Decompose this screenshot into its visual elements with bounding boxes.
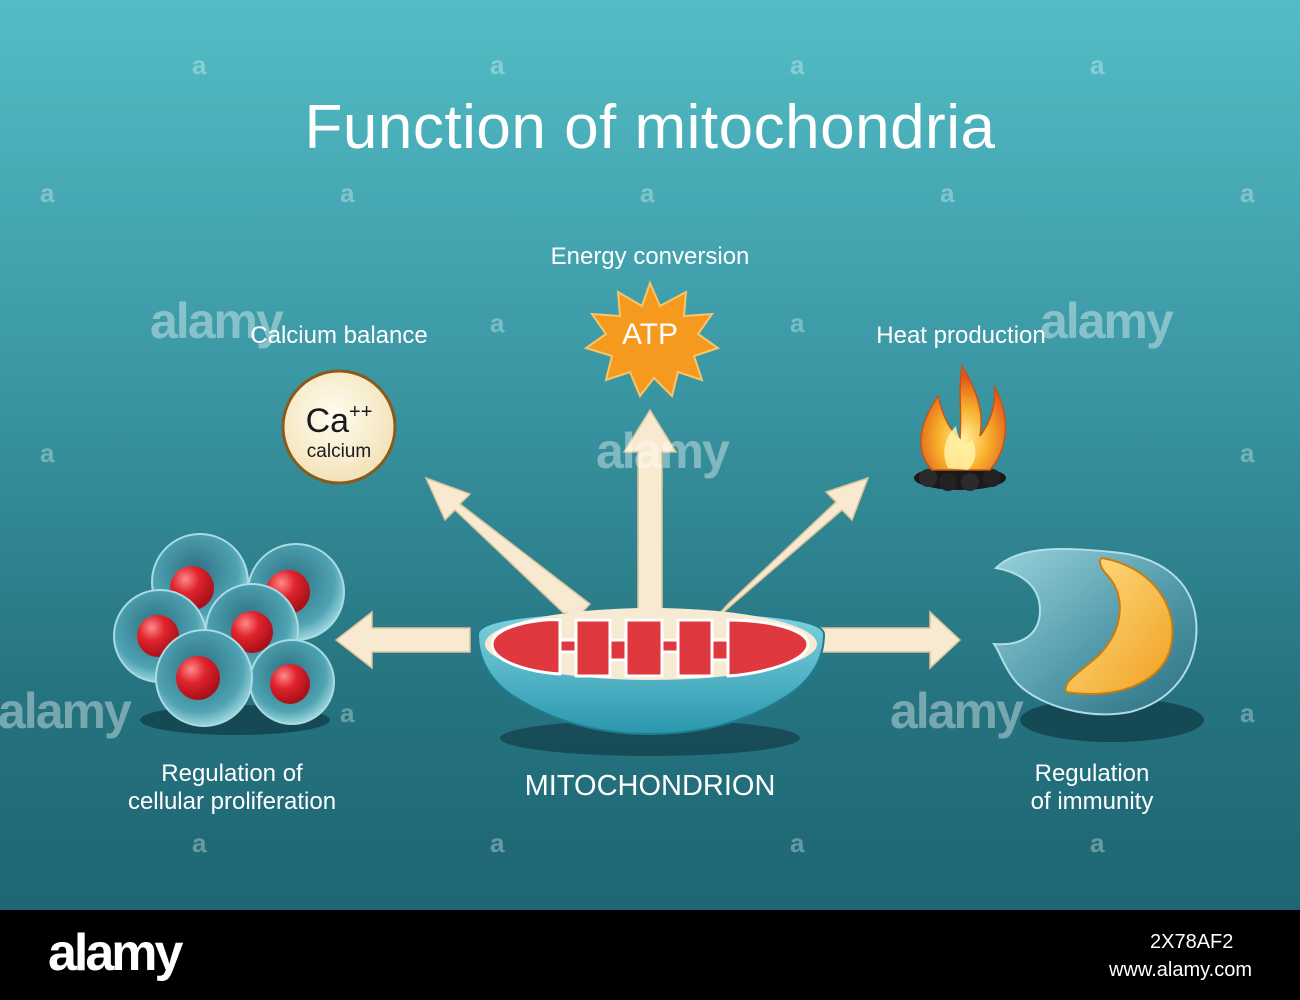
calcium-charge: ++ [349, 401, 373, 423]
arrow-left [334, 610, 471, 670]
mitochondrion-illustration [476, 608, 826, 736]
page-title: Function of mitochondria [304, 93, 996, 162]
heat-production-label: Heat production [876, 322, 1046, 349]
watermark-letter: a [340, 438, 355, 468]
watermark-letter: a [940, 178, 955, 208]
cell-cluster-illustration [113, 533, 345, 727]
watermark-letter: a [490, 308, 505, 338]
arrow-up [622, 408, 678, 621]
energy-conversion-label: Energy conversion [550, 243, 750, 270]
watermark-letter: a [1090, 828, 1105, 858]
proliferation-label-line: cellular proliferation [127, 788, 337, 815]
watermark-letter: a [1090, 50, 1105, 80]
arrow-up-right [711, 476, 870, 623]
arrow-up-left [424, 476, 592, 624]
watermark-letter: a [340, 698, 355, 728]
immunity-label-line: Regulation [1034, 760, 1150, 787]
watermark-word: alamy [0, 683, 132, 739]
mitochondrion-label: MITOCHONDRION [524, 770, 776, 802]
watermark-word: alamy [150, 293, 284, 349]
immunity-label-line: of immunity [1030, 788, 1154, 815]
footer-logo: alamy [48, 924, 183, 982]
immune-cell-illustration [991, 548, 1198, 716]
watermark-letter: a [192, 828, 207, 858]
diagram-panel: a a a a a a a a a a a a a a a a a a a a … [0, 0, 1300, 910]
immunity-label: Regulation of immunity [1031, 760, 1154, 816]
watermark-letter: a [1240, 178, 1255, 208]
watermark-letter: a [40, 438, 55, 468]
mitochondrion-cristae [490, 618, 810, 678]
watermark-letter: a [1240, 438, 1255, 468]
calcium-name: calcium [306, 441, 372, 462]
watermark-word: alamy [1040, 293, 1174, 349]
watermark-letter: a [790, 50, 805, 80]
proliferation-label: Regulation of cellular proliferation [128, 760, 336, 816]
watermark-letter: a [490, 50, 505, 80]
watermark-letter: a [640, 178, 655, 208]
watermark-word: alamy [890, 683, 1024, 739]
diagram-artwork [113, 280, 1204, 756]
footer-url: www.alamy.com [1109, 959, 1252, 981]
watermark-letter: a [192, 50, 207, 80]
calcium-balance-label: Calcium balance [250, 322, 428, 349]
watermark-letter: a [790, 828, 805, 858]
function-arrows [334, 408, 962, 670]
watermark-letter: a [340, 178, 355, 208]
watermark-letter: a [790, 308, 805, 338]
atp-star [583, 280, 721, 398]
watermark-letter: a [40, 178, 55, 208]
footer-image-id: 2X78AF2 [1150, 931, 1234, 953]
cell [249, 639, 335, 725]
cell [155, 629, 253, 727]
proliferation-label-line: Regulation of [161, 760, 303, 787]
watermark-letter: a [490, 828, 505, 858]
watermark-letter: a [1240, 698, 1255, 728]
footer-bar [0, 910, 1300, 1000]
mitochondrion-shadow [500, 720, 800, 756]
fire-icon [914, 363, 1007, 491]
arrow-right [807, 610, 962, 670]
calcium-element: Ca [305, 402, 350, 440]
watermark-word: alamy [596, 423, 730, 479]
calcium-circle [281, 369, 397, 485]
calcium-symbol: Ca++ [306, 394, 373, 439]
atp-label: ATP [621, 318, 679, 351]
immune-cell-nucleus [1064, 556, 1174, 696]
